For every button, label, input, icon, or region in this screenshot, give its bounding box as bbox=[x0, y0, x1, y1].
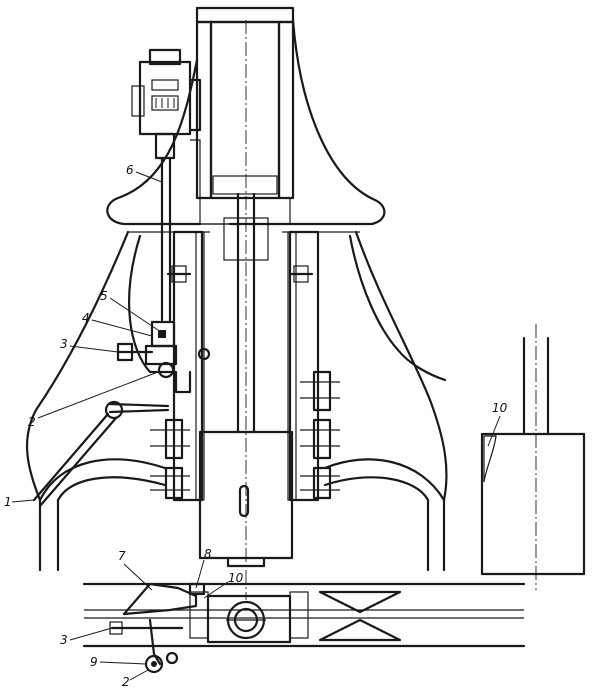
upper-cylinder bbox=[195, 6, 295, 200]
plan-view bbox=[82, 582, 526, 674]
label-8-text: 8 bbox=[204, 547, 212, 561]
valve-rod bbox=[160, 156, 172, 322]
label-1-text: 1 bbox=[4, 495, 12, 509]
label-10-plan: 10 bbox=[203, 571, 244, 599]
frame-bolts bbox=[150, 265, 340, 500]
label-10-plan-text: 10 bbox=[228, 571, 244, 585]
label-8: 8 bbox=[195, 547, 212, 589]
label-9: 9 bbox=[90, 655, 147, 669]
label-2-plan: 2 bbox=[122, 669, 149, 689]
label-5: 5 bbox=[100, 289, 159, 331]
label-7-text: 7 bbox=[118, 549, 126, 563]
label-2: 2 bbox=[28, 371, 159, 429]
frame bbox=[25, 230, 448, 572]
detail-view bbox=[480, 324, 586, 590]
bell-housing bbox=[106, 18, 386, 226]
label-3: 3 bbox=[60, 337, 119, 353]
lever-mechanism bbox=[32, 320, 211, 508]
label-10-detail-text: 10 bbox=[492, 401, 508, 415]
label-7: 7 bbox=[118, 549, 153, 591]
label-6: 6 bbox=[126, 163, 163, 183]
label-5-text: 5 bbox=[100, 289, 108, 303]
piston-rod bbox=[223, 20, 269, 600]
label-4: 4 bbox=[82, 311, 153, 337]
valve-assembly bbox=[131, 48, 202, 198]
label-2-text: 2 bbox=[28, 415, 36, 429]
label-6-text: 6 bbox=[126, 163, 134, 177]
label-2-plan-text: 2 bbox=[122, 675, 130, 689]
label-4-text: 4 bbox=[82, 311, 90, 325]
label-3-plan-text: 3 bbox=[60, 633, 68, 647]
label-3-text: 3 bbox=[60, 337, 68, 351]
label-3-plan: 3 bbox=[60, 627, 113, 647]
label-1: 1 bbox=[4, 495, 35, 509]
ram-block bbox=[198, 430, 294, 568]
label-10-detail: 10 bbox=[487, 401, 508, 447]
label-9-text: 9 bbox=[90, 655, 98, 669]
